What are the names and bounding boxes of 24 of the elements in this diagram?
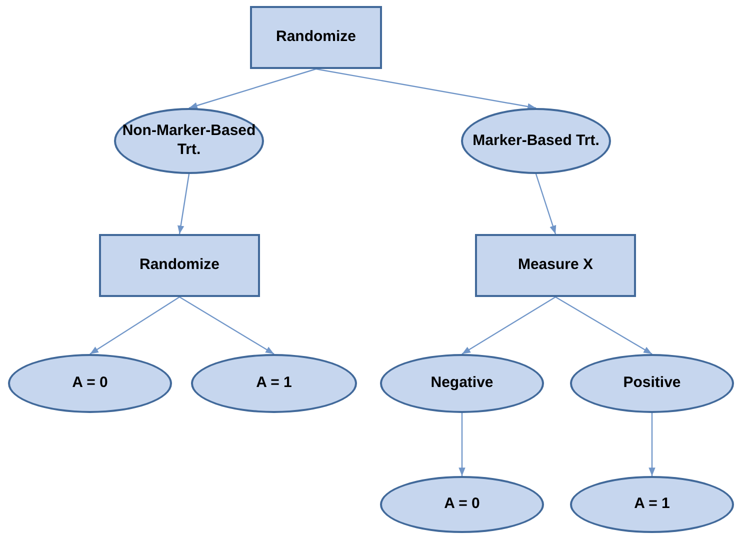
arrow bbox=[316, 68, 536, 110]
process-box bbox=[99, 234, 260, 297]
node-label: A = 1 bbox=[256, 374, 292, 393]
process-box bbox=[475, 234, 636, 297]
node-label: Non-Marker-Based Trt. bbox=[121, 122, 257, 160]
node-label: Randomize bbox=[276, 28, 356, 47]
arrow bbox=[462, 296, 556, 355]
arrow bbox=[179, 296, 274, 355]
node-label: A = 1 bbox=[634, 495, 670, 514]
node-label: Randomize bbox=[139, 256, 220, 275]
node-label: Negative bbox=[430, 374, 494, 393]
node-label: Marker-Based Trt. bbox=[472, 132, 600, 150]
node-label: A = 0 bbox=[444, 495, 480, 514]
arrow bbox=[178, 174, 190, 234]
arrow bbox=[555, 296, 652, 355]
node-label: Positive bbox=[623, 374, 681, 393]
arrow bbox=[188, 68, 316, 109]
arrow bbox=[90, 296, 180, 354]
arrow bbox=[535, 174, 556, 234]
arrow bbox=[458, 413, 466, 476]
node-label: Measure X bbox=[518, 256, 594, 275]
node-label: A = 0 bbox=[72, 374, 108, 393]
process-box bbox=[250, 6, 382, 69]
arrow bbox=[648, 413, 656, 476]
